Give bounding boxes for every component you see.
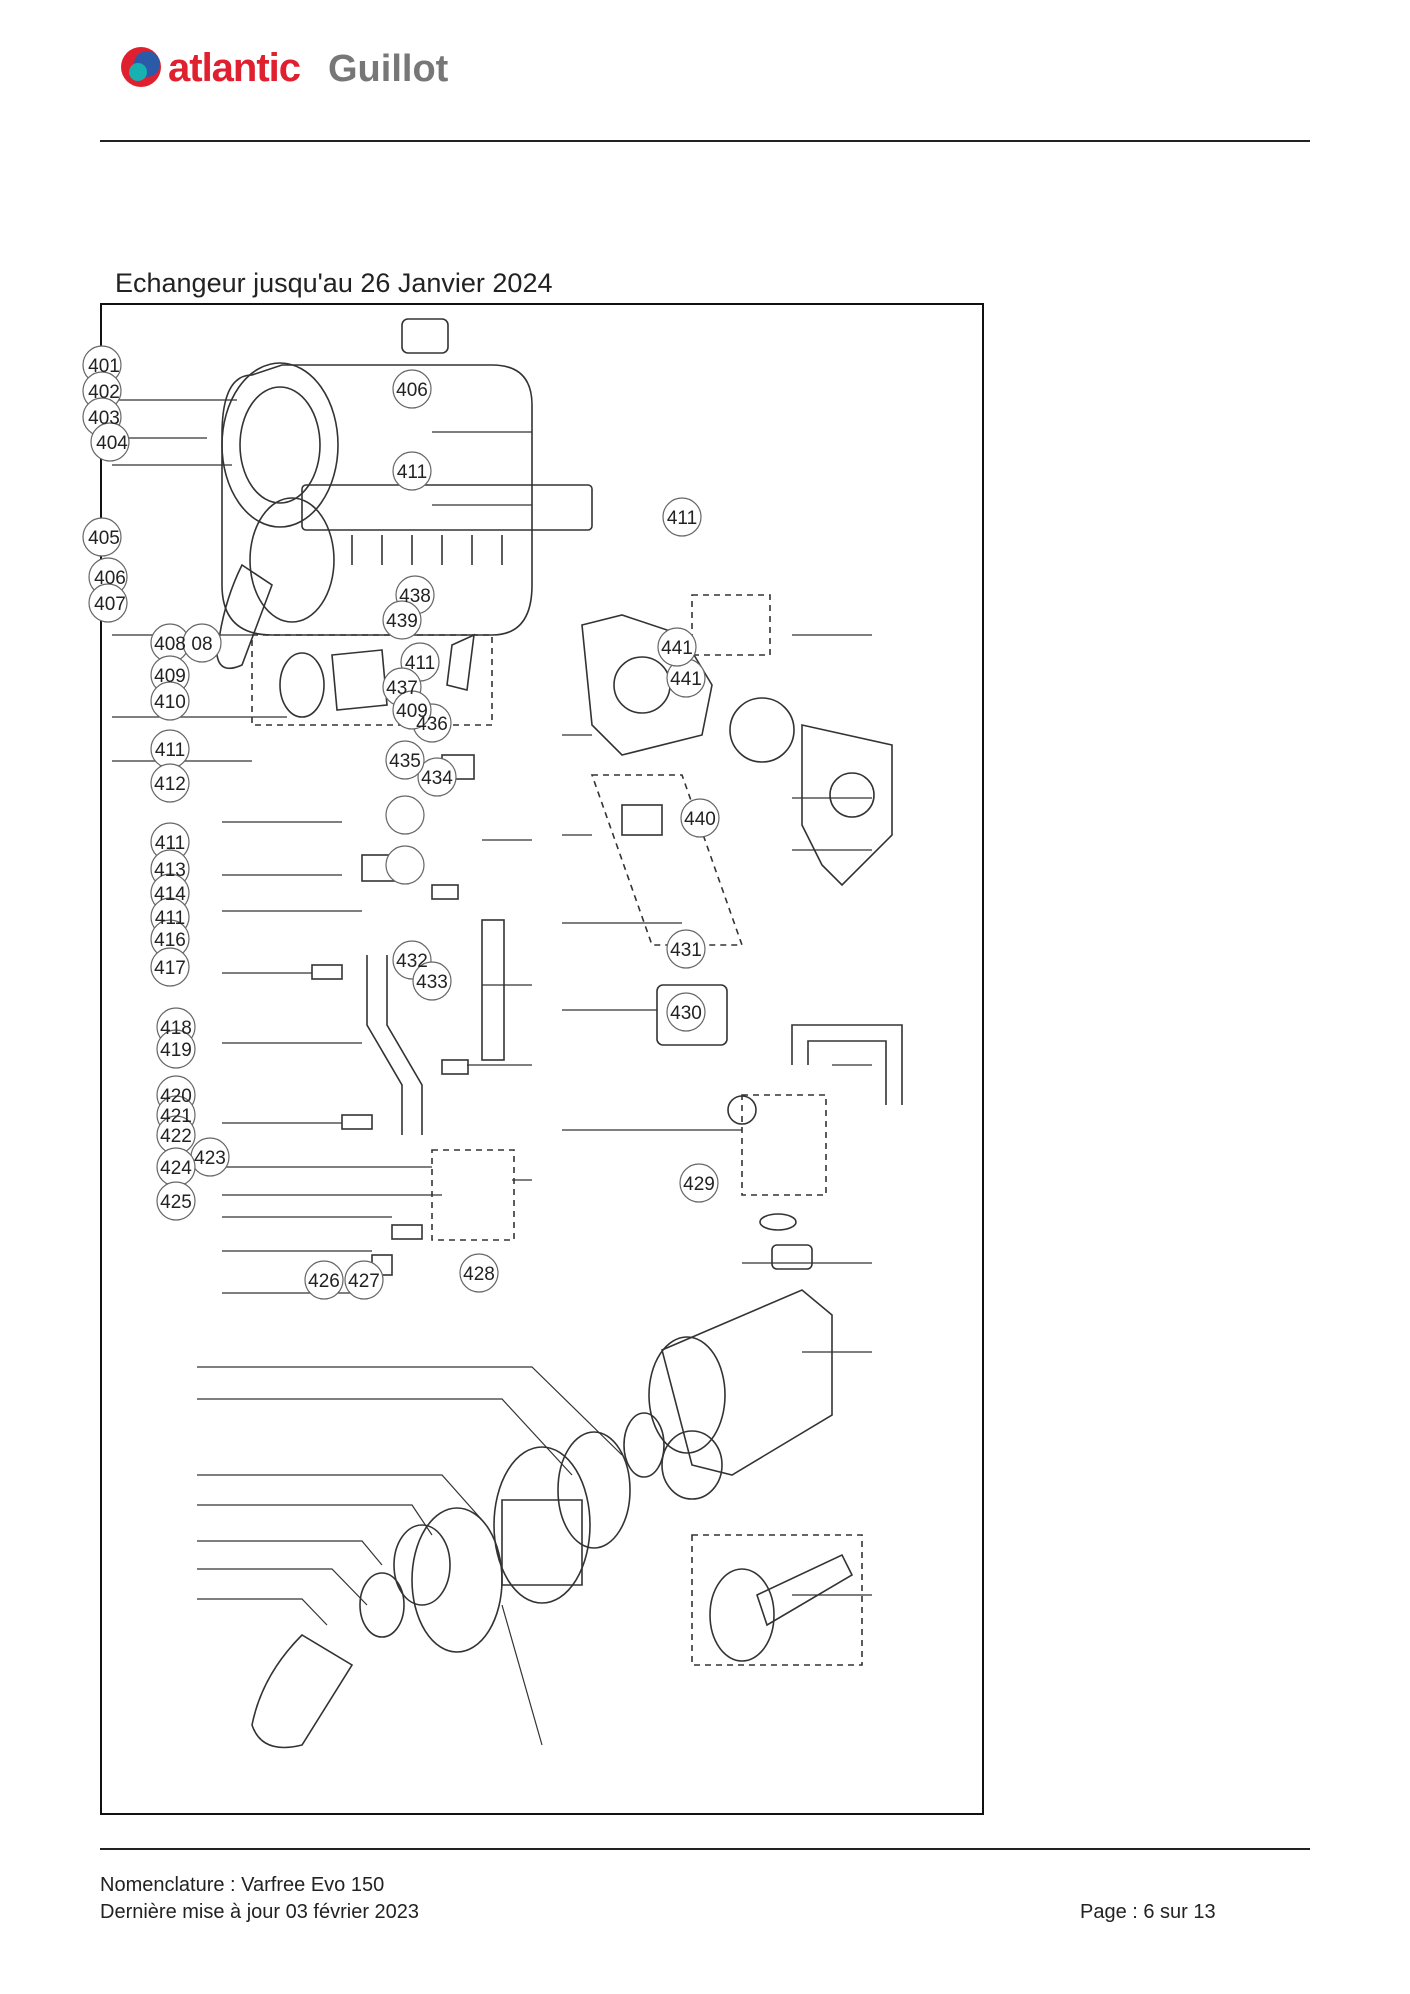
callout-number: 406 (396, 380, 428, 401)
callout-number: 418 (160, 1018, 192, 1039)
callout-number: 405 (88, 528, 120, 549)
callout-number: 434 (421, 768, 453, 789)
callout-number: 424 (160, 1158, 192, 1179)
callout-number: 417 (154, 958, 186, 979)
burner-housing (216, 563, 273, 670)
callout-number: 419 (160, 1040, 192, 1061)
callout-number: 432 (396, 951, 428, 972)
callout-number: 412 (154, 774, 186, 795)
exchanger-body (221, 364, 533, 636)
burner-flange (249, 497, 335, 623)
callout-number: 409 (154, 666, 186, 687)
callout-number: 411 (397, 462, 427, 483)
callout-number: 439 (386, 611, 418, 632)
lower-burner-housing (251, 1633, 354, 1749)
callout-number: 407 (94, 594, 126, 615)
callout-number: 411 (405, 653, 435, 674)
callout-number: 440 (684, 809, 716, 830)
callout-number: 413 (154, 860, 186, 881)
exchanger-end-plate (221, 362, 339, 528)
gas-valve (656, 984, 728, 1046)
exploded-view-drawing: 4014024034044054064074080840941041141241… (82, 318, 903, 1749)
callout-number: 441 (661, 638, 693, 659)
callout-number: 408 (154, 634, 186, 655)
callout-number: 416 (154, 930, 186, 951)
callout-number: 406 (94, 568, 126, 589)
callout-number: 427 (348, 1271, 380, 1292)
section-title: Echangeur jusqu'au 26 Janvier 2024 (115, 268, 553, 298)
callout-number: 436 (416, 714, 448, 735)
footer-page-number: Page : 6 sur 13 (1080, 1901, 1216, 1923)
brand-name-secondary: Guillot (328, 48, 449, 90)
callout-number: 08 (191, 634, 212, 655)
callout-number: 411 (667, 508, 697, 529)
callout-number: 423 (194, 1148, 226, 1169)
water-pipe-1 (366, 955, 403, 1135)
callout-number: 422 (160, 1126, 192, 1147)
callout-number: 401 (88, 356, 120, 377)
callout-number: 403 (88, 408, 120, 429)
callout-number: 425 (160, 1192, 192, 1213)
callout-number: 431 (670, 940, 702, 961)
callout-number: 404 (96, 433, 128, 454)
lower-exchanger-body (661, 1289, 833, 1476)
brand-logo-icon (121, 47, 161, 87)
brand-logo: atlantic Guillot (118, 40, 498, 100)
water-pipe-2 (791, 1024, 903, 1105)
footer-divider (100, 1848, 1310, 1850)
burner-gasket (493, 1446, 591, 1604)
callout-number: 430 (670, 1003, 702, 1024)
callout-number: 421 (160, 1106, 192, 1127)
callout-bubbles (82, 345, 720, 1300)
callout-number: 437 (386, 678, 418, 699)
fan-motor (801, 724, 893, 887)
callout-number: 426 (308, 1271, 340, 1292)
header-divider (100, 140, 1310, 142)
callout-number: 411 (155, 908, 185, 929)
leader-lines (112, 399, 872, 1746)
callout-number: 441 (670, 669, 702, 690)
callout-number: 433 (416, 972, 448, 993)
callout-number: 411 (155, 740, 185, 761)
callout-number: 438 (399, 586, 431, 607)
callout-number: 429 (683, 1174, 715, 1195)
callout-number: 428 (463, 1264, 495, 1285)
callout-number: 435 (389, 751, 421, 772)
callout-number: 420 (160, 1086, 192, 1107)
fan-housing (581, 614, 713, 756)
callout-number: 414 (154, 884, 186, 905)
brand-name-primary: atlantic (168, 46, 301, 90)
callout-number: 411 (155, 833, 185, 854)
callout-number: 409 (396, 701, 428, 722)
callout-number: 402 (88, 382, 120, 403)
footer-nomenclature: Nomenclature : Varfree Evo 150 (100, 1874, 385, 1896)
callout-number: 410 (154, 692, 186, 713)
footer-last-update: Dernière mise à jour 03 février 2023 (100, 1901, 420, 1923)
